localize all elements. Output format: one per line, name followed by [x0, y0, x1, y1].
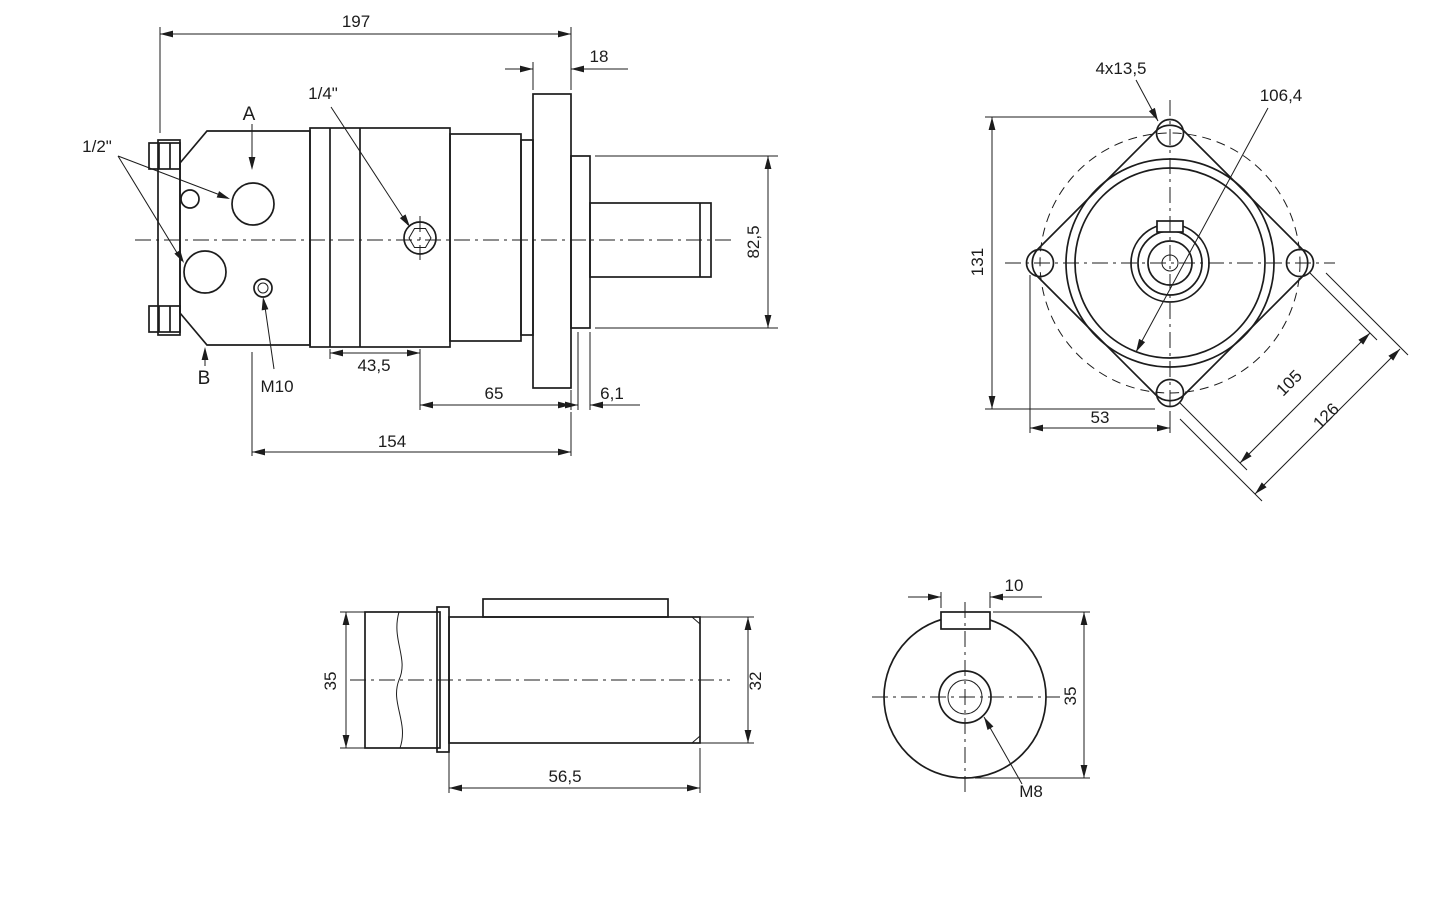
shaft-chamfer [691, 616, 701, 744]
m10-hole-outer [253, 278, 273, 298]
port-housing [179, 130, 311, 346]
shaft-key [482, 598, 669, 618]
bolt-hole-bottom [1155, 378, 1185, 408]
spacer [520, 139, 534, 336]
small-hole-top [180, 189, 200, 209]
dim-65: 65 [485, 384, 504, 403]
hex-plug-bottom [148, 305, 181, 333]
label-port-b: B [198, 368, 211, 389]
dim-6-1: 6,1 [600, 384, 624, 403]
port-a-circle [231, 182, 275, 226]
pilot-boss [570, 155, 591, 329]
flange-view-dimensions: 4x13,5 106,4 131 53 105 126 [968, 59, 1409, 502]
dim-length-197: 197 [342, 12, 370, 31]
shaft-side-arrowheads [342, 612, 752, 792]
dim-35-body: 35 [321, 672, 340, 691]
dim-56-5: 56,5 [548, 767, 581, 786]
side-view-dimensions: 197 18 1/4" A 1/2" B M10 43,5 65 6,1 154… [82, 12, 778, 456]
port-b-circle [183, 250, 227, 294]
motor-body [309, 127, 451, 348]
dim-105: 105 [1272, 366, 1305, 399]
dim-82-5: 82,5 [744, 225, 763, 258]
dim-43-5: 43,5 [357, 356, 390, 375]
dim-key-10: 10 [1005, 576, 1024, 595]
label-quarter-port: 1/4" [308, 84, 338, 103]
side-view-centerlines [135, 216, 735, 260]
quarter-plug-hex [408, 228, 432, 248]
dim-bolt-holes: 4x13,5 [1095, 59, 1146, 78]
side-view-geometry [148, 93, 712, 389]
hex-plug-top [148, 142, 181, 170]
label-m10: M10 [260, 377, 293, 396]
dim-53: 53 [1091, 408, 1110, 427]
dim-32-shaft: 32 [746, 672, 765, 691]
output-shaft [589, 202, 712, 278]
bolt-hole-top [1155, 118, 1185, 148]
break-line [396, 611, 403, 749]
shaft-end-dimensions: 10 35 M8 [908, 576, 1090, 801]
shaft-end-view: 10 35 M8 [872, 576, 1090, 801]
body-section [449, 133, 522, 342]
dim-flange-18: 18 [590, 47, 609, 66]
shaft-side-view: 35 32 56,5 [321, 598, 765, 793]
side-view: 197 18 1/4" A 1/2" B M10 43,5 65 6,1 154… [82, 12, 778, 456]
label-port-a: A [243, 104, 256, 125]
dim-154: 154 [378, 432, 406, 451]
shaft-side-geometry [364, 598, 701, 753]
bolt-hole-right [1285, 248, 1315, 278]
flange-view: 4x13,5 106,4 131 53 105 126 [968, 59, 1409, 502]
dim-35-end: 35 [1061, 687, 1080, 706]
flange-view-arrowheads [988, 107, 1403, 497]
dim-106-4: 106,4 [1260, 86, 1303, 105]
shaft-side-dimensions: 35 32 56,5 [321, 611, 765, 793]
dim-126: 126 [1309, 399, 1342, 432]
label-m8: M8 [1019, 782, 1043, 801]
dim-131: 131 [968, 248, 987, 276]
label-half-port: 1/2" [82, 137, 112, 156]
shaft-end-centerlines [872, 602, 1060, 793]
mounting-flange [532, 93, 572, 389]
flange-view-centerlines [1005, 100, 1335, 426]
m10-hole-inner [257, 282, 269, 294]
